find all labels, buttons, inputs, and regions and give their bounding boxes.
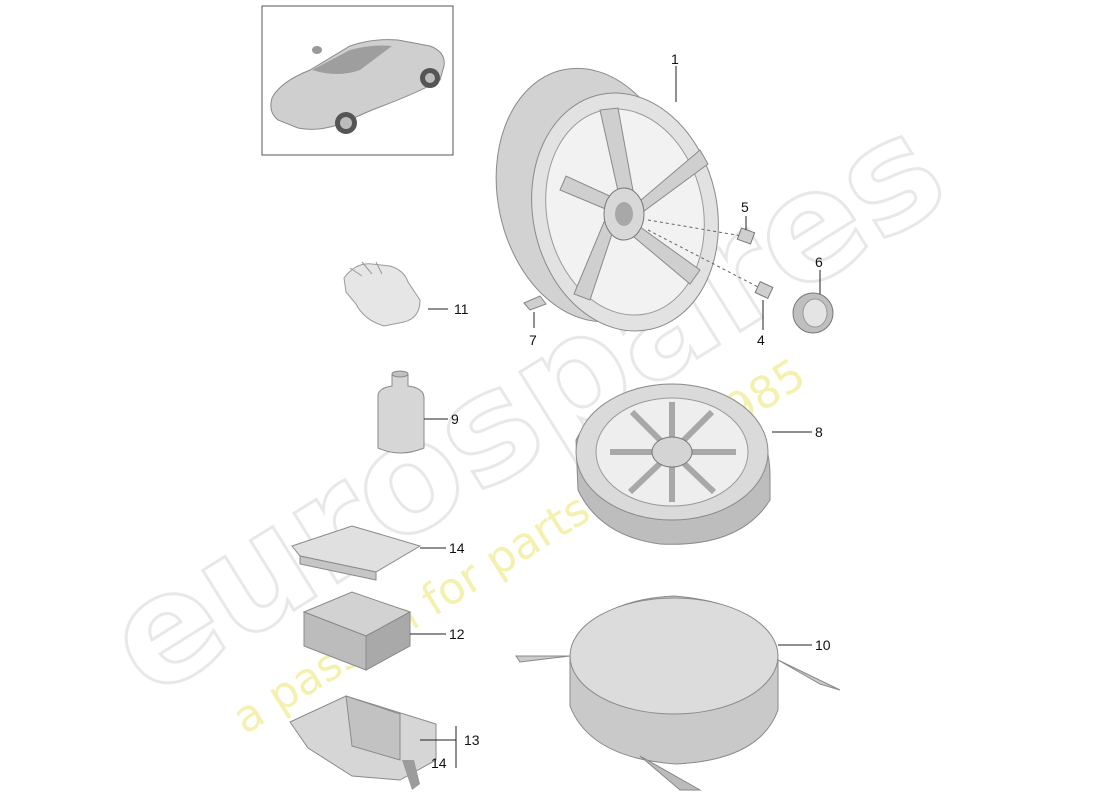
callout-10: 10 — [815, 637, 831, 653]
valve-part-4 — [647, 229, 774, 300]
callout-4: 4 — [757, 332, 765, 348]
callout-8: 8 — [815, 424, 823, 440]
callout-12: 12 — [449, 626, 465, 642]
callout-11: 11 — [454, 301, 469, 317]
bracket-part-13 — [289, 695, 437, 790]
wheel-bolt-part-5 — [647, 219, 756, 245]
callout-14-bag: 14 — [449, 540, 465, 556]
leader-lines — [410, 66, 821, 768]
callout-13: 13 — [464, 732, 480, 748]
callout-14-bracket: 14 — [431, 755, 447, 771]
alloy-wheel-part-1 — [495, 67, 719, 332]
callout-6: 6 — [815, 254, 823, 270]
gloves-part-11 — [343, 261, 421, 327]
callout-7: 7 — [529, 332, 537, 348]
vehicle-thumbnail — [261, 5, 454, 156]
callout-5: 5 — [741, 199, 749, 215]
sealant-bottle-part-9 — [377, 370, 425, 454]
callout-9: 9 — [451, 411, 459, 427]
callout-1: 1 — [671, 51, 679, 67]
bag-part-14 — [291, 525, 422, 581]
callout-labels: 1 5 6 7 4 11 9 8 14 12 10 13 14 — [431, 51, 831, 771]
center-cap-part-6 — [792, 292, 834, 334]
spare-wheel-part-8 — [575, 383, 771, 545]
compressor-part-12 — [302, 591, 412, 671]
car-body — [270, 39, 445, 130]
wheel-cover-part-10 — [515, 595, 841, 791]
clip-part-7 — [523, 295, 547, 311]
